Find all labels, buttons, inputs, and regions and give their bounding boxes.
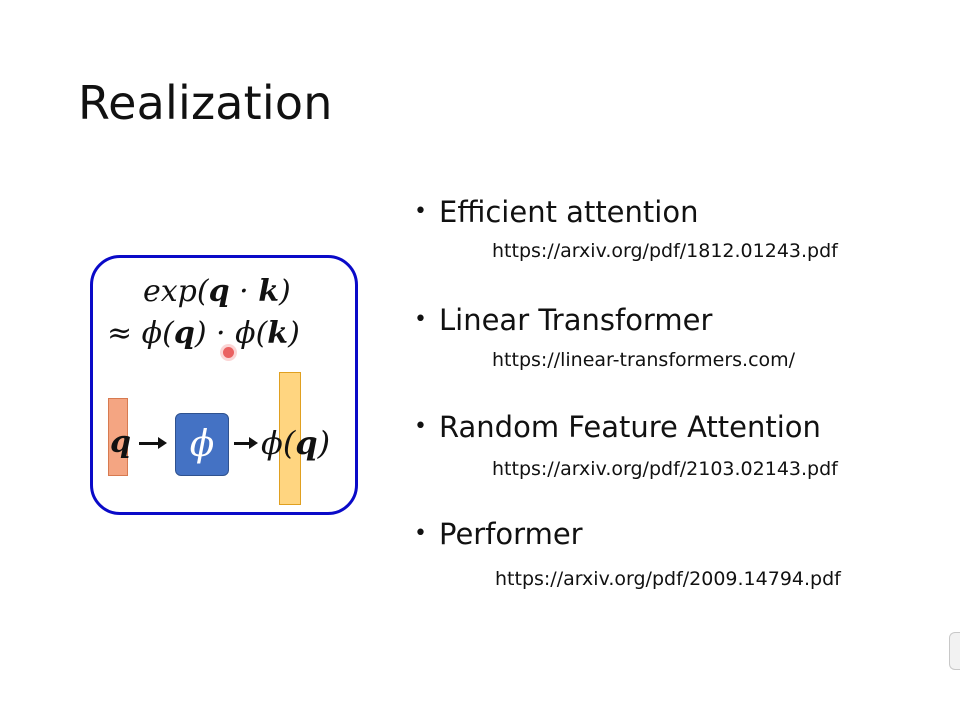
paper-link[interactable]: https://arxiv.org/pdf/2009.14794.pdf xyxy=(495,568,841,590)
paper-link[interactable]: https://arxiv.org/pdf/2103.02143.pdf xyxy=(492,458,838,480)
eq1-q: q xyxy=(208,274,230,309)
eq1-k: k xyxy=(258,274,279,309)
bullet-icon: • xyxy=(414,414,427,439)
side-panel-tab[interactable] xyxy=(949,632,960,670)
bullet-title: Performer xyxy=(439,517,583,551)
bullet-title: Efficient attention xyxy=(439,195,699,229)
eq2-q: q xyxy=(173,316,195,351)
bullet-item-efficient-attention: • Efficient attention xyxy=(414,195,698,229)
eq1-dot: · xyxy=(229,274,259,309)
phi-function-box: ϕ xyxy=(175,413,229,476)
phi-q-prefix: ϕ( xyxy=(261,424,296,462)
bullet-icon: • xyxy=(414,307,427,332)
paper-link[interactable]: https://linear-transformers.com/ xyxy=(492,349,796,371)
q-vector-label: q xyxy=(110,425,131,460)
eq2-mid: ) · ϕ( xyxy=(194,316,268,351)
equation-line-2: ≈ ϕ(q) · ϕ(k) xyxy=(107,316,300,351)
bullet-title: Random Feature Attention xyxy=(439,410,821,444)
q-vector-bar xyxy=(108,398,128,476)
paper-link[interactable]: https://arxiv.org/pdf/1812.01243.pdf xyxy=(492,240,838,262)
phi-q-suffix: ) xyxy=(317,424,331,462)
phi-q-vector-bar xyxy=(279,372,301,505)
phi-q-q: q xyxy=(295,424,318,462)
bullet-icon: • xyxy=(414,199,427,224)
eq2-prefix: ≈ ϕ( xyxy=(107,316,174,351)
phi-q-label: ϕ(q) xyxy=(261,424,330,462)
eq1-prefix: exp( xyxy=(143,274,209,309)
slide-title: Realization xyxy=(78,76,333,130)
kernel-diagram-box: exp(q · k) ≈ ϕ(q) · ϕ(k) q ϕ ϕ(q) xyxy=(90,255,358,515)
bullet-title: Linear Transformer xyxy=(439,303,713,337)
eq2-k: k xyxy=(267,316,289,351)
laser-pointer-icon xyxy=(223,347,234,358)
equation-line-1: exp(q · k) xyxy=(143,274,291,309)
eq1-suffix: ) xyxy=(278,274,291,309)
arrow-right-icon xyxy=(139,437,167,449)
eq2-suffix: ) xyxy=(288,316,300,351)
bullet-item-random-feature-attention: • Random Feature Attention xyxy=(414,410,821,444)
bullet-item-performer: • Performer xyxy=(414,517,583,551)
bullet-item-linear-transformer: • Linear Transformer xyxy=(414,303,712,337)
bullet-icon: • xyxy=(414,521,427,546)
arrow-right-icon xyxy=(234,437,258,449)
